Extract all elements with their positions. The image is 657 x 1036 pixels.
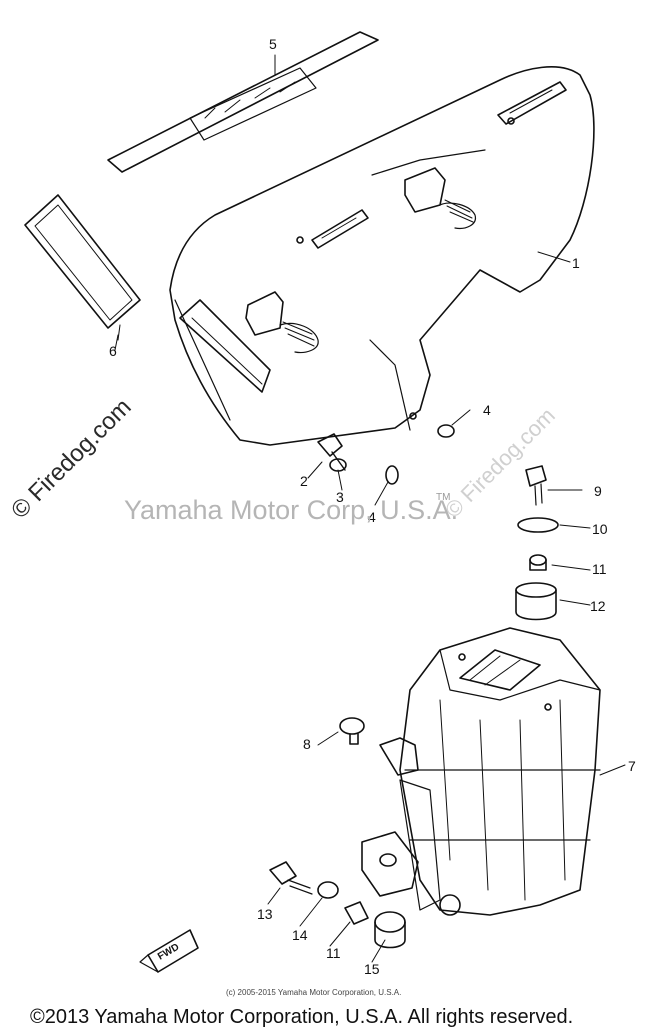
battery-box [361, 627, 601, 916]
yamaha-watermark: Yamaha Motor Corp, U.S.A. [124, 495, 459, 525]
reflector [24, 194, 141, 341]
box-fasteners [269, 717, 406, 949]
side-cover [169, 66, 595, 446]
cover-fasteners [317, 424, 455, 485]
callout-14: 14 [292, 927, 308, 943]
leader-lines [114, 54, 626, 963]
callout-7: 7 [628, 758, 636, 774]
callout-8: 8 [303, 736, 311, 752]
callout-4a: 4 [483, 402, 491, 418]
callout-4b: 4 [368, 509, 376, 525]
trademark-mark: TM [436, 492, 451, 503]
callout-3: 3 [336, 489, 344, 505]
callout-2: 2 [300, 473, 308, 489]
copyright-small: (c) 2005-2015 Yamaha Motor Corporation, … [226, 988, 402, 997]
callout-13: 13 [257, 906, 273, 922]
battery-fasteners [515, 465, 559, 621]
callout-12: 12 [590, 598, 606, 614]
callout-9: 9 [594, 483, 602, 499]
copyright-footer: ©2013 Yamaha Motor Corporation, U.S.A. A… [30, 1006, 574, 1028]
callout-6: 6 [109, 343, 117, 359]
callout-10: 10 [592, 521, 608, 537]
emblem-decal [107, 31, 379, 173]
fwd-arrow [139, 929, 199, 973]
callout-5: 5 [269, 36, 277, 52]
callout-1: 1 [572, 255, 580, 271]
callout-11b: 11 [326, 945, 341, 961]
callout-15: 15 [364, 961, 380, 977]
callout-11a: 11 [592, 561, 607, 577]
